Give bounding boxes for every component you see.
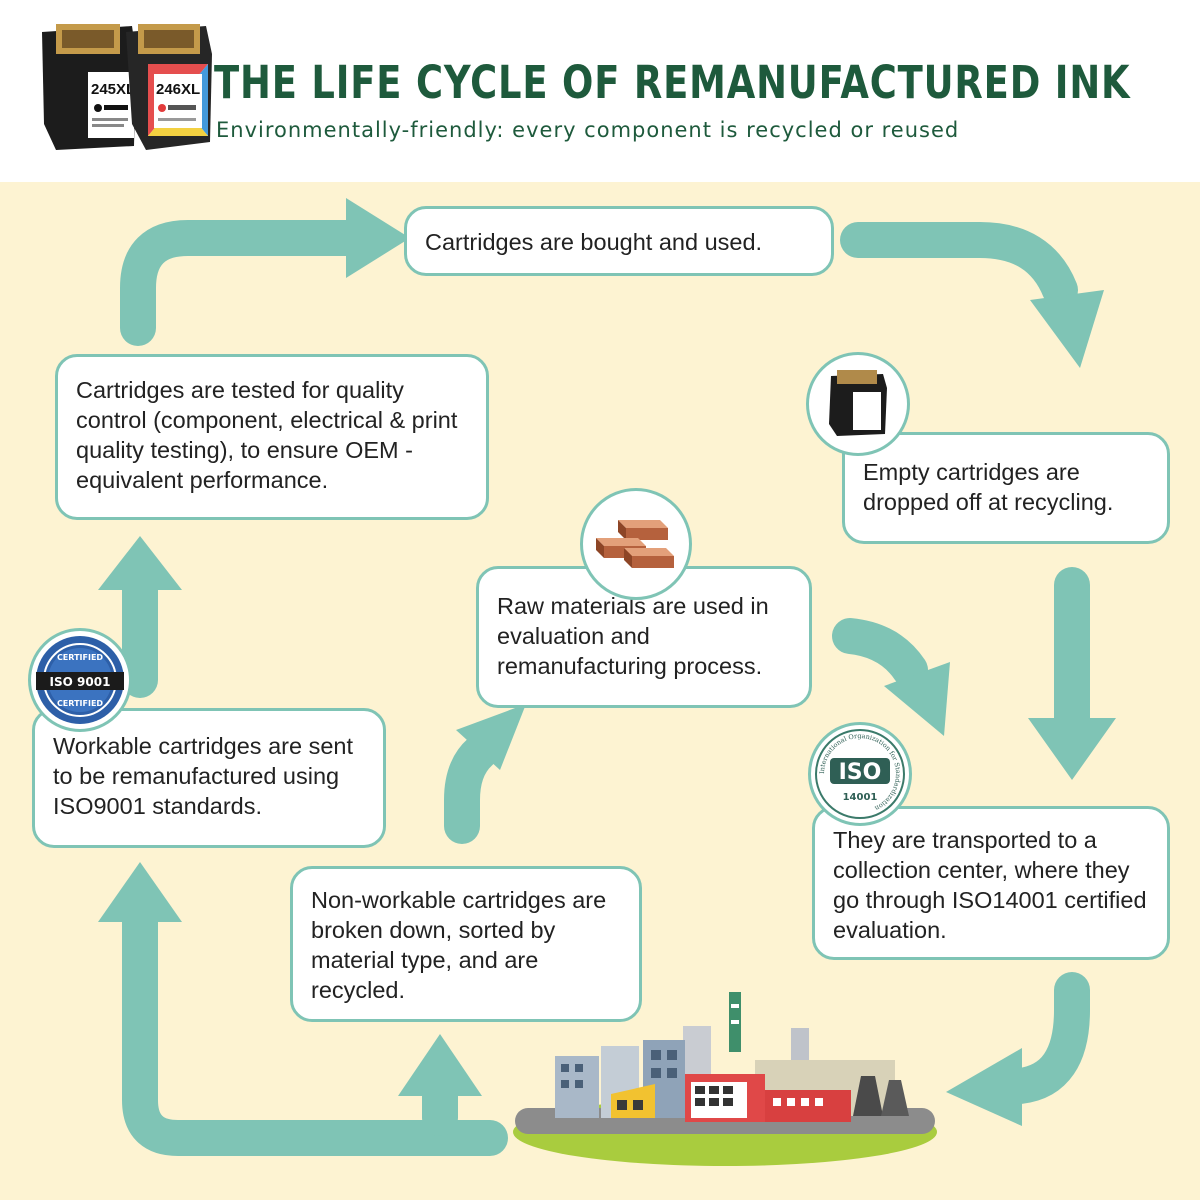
arrow-transported-to-factory: [1002, 972, 1090, 1104]
step-non-workable: Non-workable cartridges are broken down,…: [290, 866, 642, 1022]
iso14001-number-text: 14001: [843, 792, 878, 803]
page-title: THE LIFE CYCLE OF REMANUFACTURED INK: [214, 56, 1131, 109]
header: 245XL 246XL THE LIFE CYCLE OF REMANUFACT…: [0, 0, 1200, 182]
step-raw-materials-text: Raw materials are used in evaluation and…: [497, 593, 769, 679]
arrowhead-down-iso14001: [884, 662, 950, 736]
iso9001-circle: CERTIFIED ISO 9001 CERTIFIED: [28, 628, 132, 732]
copper-bars-icon: [596, 520, 674, 568]
arrow-raw-to-iso14001: [832, 618, 928, 688]
arrowhead-left-factory: [946, 1048, 1022, 1126]
factory-icon: [513, 992, 937, 1166]
arrow-factory-to-workable: [122, 902, 508, 1156]
black-cartridge: 245XL: [42, 24, 136, 150]
ink-cartridge-icon: [829, 370, 887, 436]
arrow-tested-to-bought: [120, 220, 366, 346]
iso9001-bottom-text: CERTIFIED: [57, 699, 103, 708]
step-non-workable-text: Non-workable cartridges are broken down,…: [311, 887, 607, 1003]
iso14001-main-text: ISO: [839, 760, 882, 785]
arrowhead-down-right: [1030, 290, 1104, 368]
iso9001-badge-icon: CERTIFIED ISO 9001 CERTIFIED: [36, 636, 124, 724]
arrowhead-down-iso: [1028, 718, 1116, 780]
color-cartridge-label: 246XL: [156, 81, 200, 98]
arrow-bought-to-dropped: [840, 222, 1078, 308]
arrowhead-up-workable: [98, 862, 182, 922]
arrowhead-right-top: [346, 198, 410, 278]
iso14001-circle: International Organization for Standardi…: [808, 722, 912, 826]
step-bought-used-text: Cartridges are bought and used.: [425, 229, 763, 255]
step-workable: Workable cartridges are sent to be reman…: [32, 708, 386, 848]
iso9001-top-text: CERTIFIED: [57, 653, 103, 662]
step-transported-text: They are transported to a collection cen…: [833, 827, 1147, 943]
step-dropped-off-text: Empty cartridges are dropped off at recy…: [863, 459, 1114, 515]
step-tested-text: Cartridges are tested for quality contro…: [76, 377, 458, 493]
color-cartridge: 246XL: [126, 24, 212, 150]
step-bought-used: Cartridges are bought and used.: [404, 206, 834, 276]
arrowhead-up-raw: [456, 704, 526, 770]
copper-bars-circle: [580, 488, 692, 600]
arrow-nonworkable-to-raw: [444, 734, 498, 844]
arrowhead-up-tested: [98, 536, 182, 590]
empty-cartridge-circle: [806, 352, 910, 456]
black-cartridge-label: 245XL: [91, 81, 135, 98]
step-tested: Cartridges are tested for quality contro…: [55, 354, 489, 520]
step-dropped-off: Empty cartridges are dropped off at recy…: [842, 432, 1170, 544]
step-transported: They are transported to a collection cen…: [812, 806, 1170, 960]
page-subtitle: Environmentally-friendly: every componen…: [216, 118, 960, 142]
iso14001-badge-icon: International Organization for Standardi…: [815, 729, 905, 819]
product-cartridges-icon: 245XL 246XL: [42, 24, 212, 150]
iso9001-main-text: ISO 9001: [50, 675, 111, 689]
arrowhead-up-nonworkable: [398, 1034, 482, 1096]
step-workable-text: Workable cartridges are sent to be reman…: [53, 733, 353, 819]
